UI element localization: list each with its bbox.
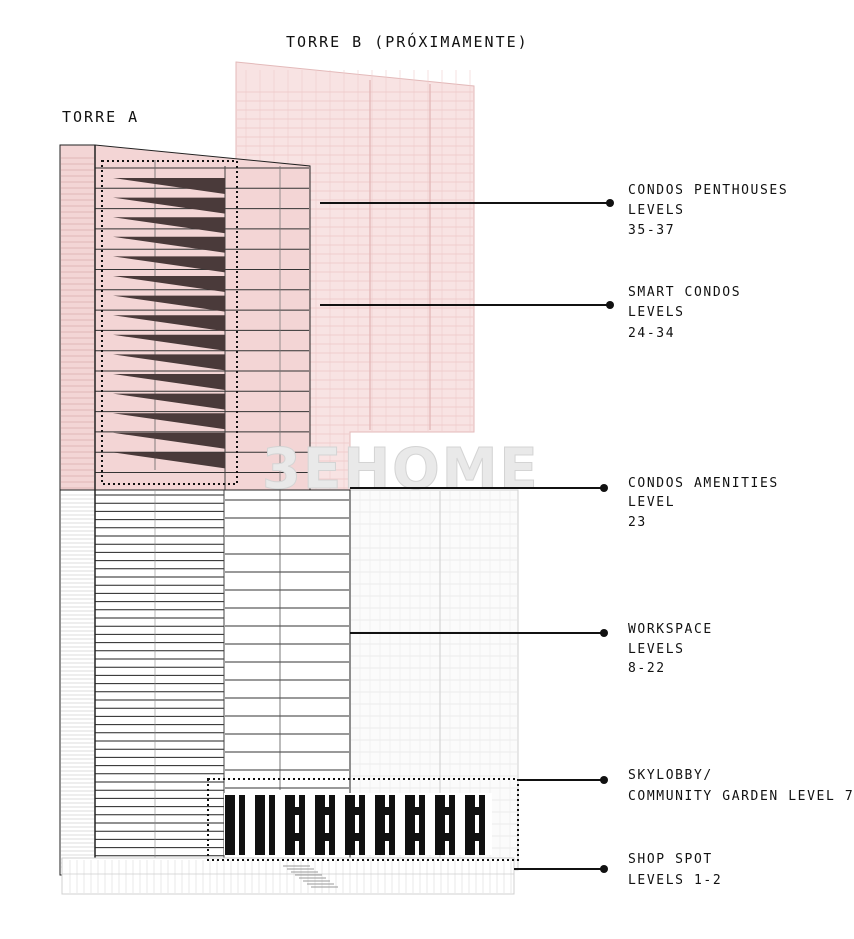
callout-line: 24-34 xyxy=(628,326,675,341)
tower-a-residential-block xyxy=(59,144,311,491)
callout-penthouses: CONDOS PENTHOUSES LEVELS 35-37 xyxy=(628,183,788,238)
garden-planter-notch xyxy=(325,807,329,815)
garden-planter-bar xyxy=(405,795,415,855)
leader-dot-amenities xyxy=(600,484,608,492)
garden-planter-bar xyxy=(359,795,365,855)
garden-planter-notch xyxy=(415,833,419,841)
callout-line: CONDOS PENTHOUSES xyxy=(628,183,788,198)
garden-planter-bar xyxy=(299,795,305,855)
balcony-wedge xyxy=(113,393,225,410)
garden-planter-notch xyxy=(445,833,449,841)
callout-line: 8-22 xyxy=(628,661,666,676)
garden-planter-bar xyxy=(419,795,425,855)
callout-smart-condos: SMART CONDOS LEVELS 24-34 xyxy=(628,285,741,341)
callout-workspace: WORKSPACE LEVELS 8-22 xyxy=(628,622,713,676)
callout-line: LEVEL xyxy=(628,495,675,510)
garden-planter-notch xyxy=(355,833,359,841)
leader-dot-smart-condos xyxy=(606,301,614,309)
podium-base xyxy=(61,857,515,895)
balcony-wedge xyxy=(113,295,225,312)
callout-skylobby: SKYLOBBY/ COMMUNITY GARDEN LEVEL 7 xyxy=(628,768,854,804)
garden-planter-bar xyxy=(435,795,445,855)
balcony-wedge xyxy=(113,334,225,351)
leader-lines xyxy=(320,199,614,873)
balcony-wedge xyxy=(113,413,225,430)
garden-planter-notch xyxy=(295,833,299,841)
callout-line: LEVELS xyxy=(628,203,685,218)
balcony-wedge xyxy=(113,236,225,253)
garden-planter-notch xyxy=(325,833,329,841)
skylobby-highlight-box xyxy=(207,778,519,861)
garden-planter-bar xyxy=(479,795,485,855)
leader-dot-penthouses xyxy=(606,199,614,207)
garden-planter-bar xyxy=(449,795,455,855)
callout-line: SHOP SPOT xyxy=(628,852,713,867)
watermark: 3EHOME xyxy=(262,437,540,502)
garden-planter-bar xyxy=(225,795,235,855)
leader-dot-workspace xyxy=(600,629,608,637)
tower-a-label: TORRE A xyxy=(62,108,139,126)
callout-shop-spot: SHOP SPOT LEVELS 1-2 xyxy=(628,852,722,888)
callout-line: 35-37 xyxy=(628,223,675,238)
balcony-wedge xyxy=(113,256,225,273)
callout-line: CONDOS AMENITIES xyxy=(628,476,779,491)
callout-line: COMMUNITY GARDEN LEVEL 7 xyxy=(628,789,854,804)
garden-planter-bar xyxy=(285,795,295,855)
garden-planter-bar xyxy=(465,795,475,855)
callout-line: LEVELS 1-2 xyxy=(628,873,722,888)
balcony-wedge xyxy=(113,276,225,292)
callout-line: WORKSPACE xyxy=(628,622,713,637)
garden-planter-bar xyxy=(329,795,335,855)
garden-planter-notch xyxy=(415,807,419,815)
garden-planter-notch xyxy=(445,807,449,815)
garden-planter-notch xyxy=(475,807,479,815)
leader-dot-skylobby xyxy=(600,776,608,784)
tower-b-label: TORRE B (PRÓXIMAMENTE) xyxy=(286,32,529,51)
balcony-wedge xyxy=(113,354,225,371)
garden-planter-bar xyxy=(255,795,265,855)
callout-amenities: CONDOS AMENITIES LEVEL 23 xyxy=(628,476,779,530)
balcony-wedge xyxy=(113,374,225,390)
garden-planter-bar xyxy=(315,795,325,855)
garden-planter-notch xyxy=(475,833,479,841)
callout-line: LEVELS xyxy=(628,642,685,657)
garden-planter-bar xyxy=(269,795,275,855)
balcony-wedge xyxy=(113,178,225,194)
callout-line: SKYLOBBY/ xyxy=(628,768,713,783)
garden-planter-bar xyxy=(345,795,355,855)
garden-planter-bar xyxy=(389,795,395,855)
callout-line: 23 xyxy=(628,515,647,530)
balcony-wedge xyxy=(113,452,225,469)
garden-backdrop xyxy=(224,793,492,855)
balcony-wedge xyxy=(113,315,225,332)
balcony-wedge xyxy=(113,217,225,234)
garden-planter-notch xyxy=(385,833,389,841)
garden-planter-bar xyxy=(375,795,385,855)
skylobby-garden-pattern xyxy=(224,793,492,855)
balcony-wedges xyxy=(113,178,225,469)
leader-dot-shop-spot xyxy=(600,865,608,873)
balcony-wedge xyxy=(113,432,225,449)
garden-planter-bar xyxy=(239,795,245,855)
garden-planter-notch xyxy=(295,807,299,815)
callout-line: SMART CONDOS xyxy=(628,285,741,300)
garden-planter-notch xyxy=(385,807,389,815)
balcony-wedge xyxy=(113,197,225,214)
penthouse-highlight-box xyxy=(101,160,238,485)
garden-planter-notch xyxy=(355,807,359,815)
callout-line: LEVELS xyxy=(628,305,685,320)
